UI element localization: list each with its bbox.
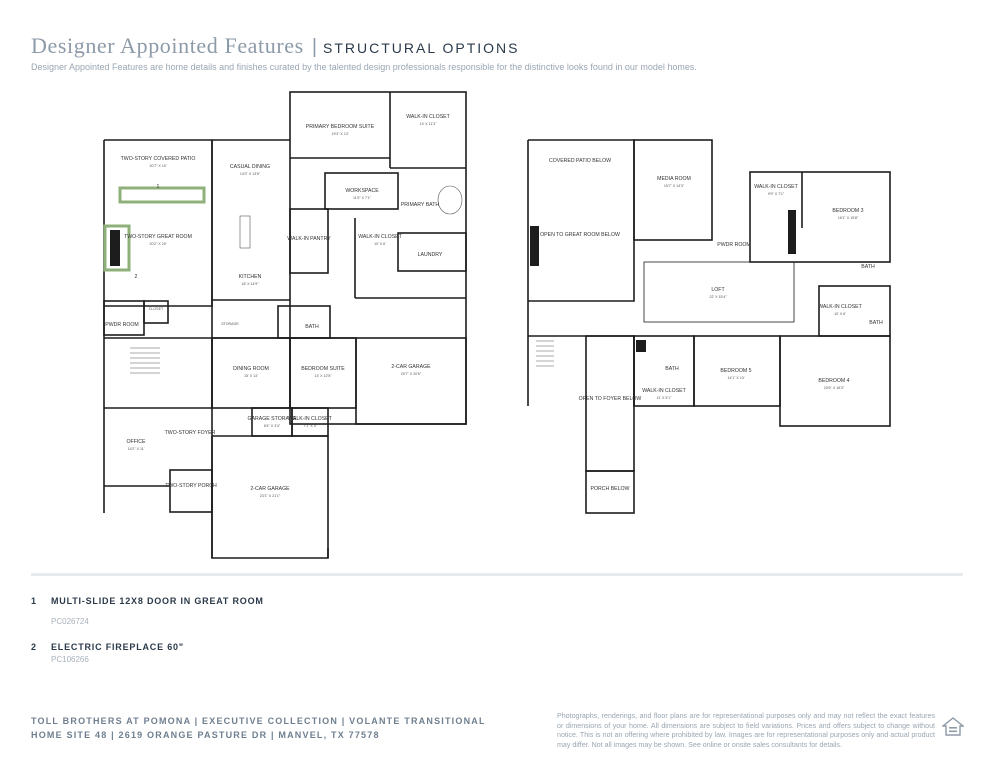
option-code: PC106266 xyxy=(51,655,89,664)
equal-housing-icon xyxy=(941,716,965,738)
option-number: 1 xyxy=(31,596,37,606)
room-label-pwdr: PWDR ROOM xyxy=(717,242,750,248)
room-label-workspace: WORKSPACE xyxy=(345,188,379,194)
room-label-great: TWO-STORY GREAT ROOM xyxy=(124,234,192,240)
room-label-bed5: BEDROOM 5 xyxy=(720,368,751,374)
room-dim-bed5: 14'1" X 13' xyxy=(727,376,744,380)
room-dim-bedsuite: 13' X 12'5" xyxy=(314,374,332,378)
room-label-walkin3: WALK-IN CLOSET xyxy=(288,416,332,422)
room-label-walkin: WALK-IN CLOSET xyxy=(754,184,798,190)
room-label-bed3: BEDROOM 3 xyxy=(832,208,863,214)
room-dim-garage3: 23'1" X 21'1" xyxy=(260,494,281,498)
room-dim-patio: 20'7" X 10' xyxy=(149,164,166,168)
room-dim-primary: 19'3" X 13' xyxy=(331,132,348,136)
room-label-bath: BATH xyxy=(861,264,875,270)
room-dim-walkin: 9'9" X 7'1" xyxy=(768,192,785,196)
second-floor-plan: COVERED PATIO BELOW MEDIA ROOM 15'7" X 1… xyxy=(524,136,894,518)
page-subtitle: Designer Appointed Features are home det… xyxy=(31,62,697,72)
room-dim-kitchen: 18' X 14'9" xyxy=(241,282,259,286)
option-label: MULTI-SLIDE 12X8 DOOR IN GREAT ROOM xyxy=(51,596,264,606)
first-floor-plan: 1 2 TWO-STORY COVERED PATIO 20'7" X 10' … xyxy=(100,88,475,563)
room-label-bedsuite: BEDROOM SUITE xyxy=(301,366,345,372)
room-label-primary: PRIMARY BEDROOM SUITE xyxy=(306,124,375,130)
room-label-pantry: WALK-IN PANTRY xyxy=(287,236,331,242)
room-label-kitchen: KITCHEN xyxy=(239,274,262,280)
page-title: Designer Appointed Features | STRUCTURAL O… xyxy=(31,33,520,59)
option-number: 2 xyxy=(31,642,37,652)
room-label-storage: STORAGE xyxy=(221,322,239,326)
legal-disclaimer: Photographs, renderings, and floor plans… xyxy=(557,712,935,749)
room-label-bed4: BEDROOM 4 xyxy=(818,378,849,384)
room-label-porch: TWO-STORY PORCH xyxy=(165,483,217,489)
room-dim-walkin2: 10' X 6' xyxy=(834,312,846,316)
room-label-patio-below: COVERED PATIO BELOW xyxy=(549,158,611,164)
room-dim-bed4: 20'6" X 16'3" xyxy=(824,386,845,390)
room-label-loft: LOFT xyxy=(711,287,725,293)
room-label-bath: BATH xyxy=(305,324,319,330)
room-marker-2: 2 xyxy=(135,274,138,280)
room-label-office: OFFICE xyxy=(126,439,146,445)
room-dim-great: 20'2" X 20' xyxy=(149,242,166,246)
option-label: ELECTRIC FIREPLACE 60" xyxy=(51,642,184,652)
room-label-dining: DINING ROOM xyxy=(233,366,269,372)
room-dim-walkin3: 7'1" X 5' xyxy=(303,424,316,428)
room-dim-dining: 15' X 13' xyxy=(244,374,258,378)
room-label-walkin2: WALK-IN CLOSET xyxy=(818,304,862,310)
room-dim-gstorage: 8'4" X 3'4" xyxy=(264,424,281,428)
room-dim-office: 14'2" X 11' xyxy=(128,447,145,451)
room-label-garage3: 2-CAR GARAGE xyxy=(250,486,290,492)
title-main: Designer Appointed Features xyxy=(31,33,304,58)
fireplace-icon xyxy=(110,230,120,266)
room-label-foyer: TWO-STORY FOYER xyxy=(165,430,216,436)
community-line: TOLL BROTHERS AT POMONA | EXECUTIVE COLL… xyxy=(31,716,486,726)
room-label-bath2: BATH xyxy=(869,320,883,326)
room-label-walkin2: WALK-IN CLOSET xyxy=(358,234,402,240)
section-divider xyxy=(31,573,963,576)
room-label-casual: CASUAL DINING xyxy=(230,164,270,170)
room-dim-loft: 22' X 15'4" xyxy=(709,295,727,299)
title-section: STRUCTURAL OPTIONS xyxy=(323,40,520,56)
room-label-walkin: WALK-IN CLOSET xyxy=(406,114,450,120)
chimney-icon xyxy=(788,210,796,254)
room-dim-walkin2: 10' X 6' xyxy=(374,242,386,246)
room-label-closet: CLOSET xyxy=(149,307,164,311)
column-icon xyxy=(636,340,646,352)
address-line: HOME SITE 48 | 2619 ORANGE PASTURE DR | … xyxy=(31,730,380,740)
room-label-walkin3: WALK-IN CLOSET xyxy=(642,388,686,394)
option-1-highlight xyxy=(118,186,206,204)
option-2-highlight xyxy=(103,224,131,272)
fireplace-below-icon xyxy=(530,226,539,266)
room-label-pbath: PRIMARY BATH xyxy=(401,202,440,208)
room-label-open-great: OPEN TO GREAT ROOM BELOW xyxy=(540,232,620,238)
option-code: PC026724 xyxy=(51,617,89,626)
room-dim-workspace: 11'5" X 7'1" xyxy=(353,196,372,200)
room-label-patio: TWO-STORY COVERED PATIO xyxy=(121,156,196,162)
room-label-bath3: BATH xyxy=(665,366,679,372)
room-dim-media: 15'7" X 14'3" xyxy=(664,184,685,188)
room-dim-walkin: 14' X 11'3" xyxy=(420,122,437,126)
room-dim-casual: 14'3" X 13'6" xyxy=(240,172,261,176)
community-info: TOLL BROTHERS AT POMONA | EXECUTIVE COLL… xyxy=(31,714,486,742)
room-label-porch-below: PORCH BELOW xyxy=(591,486,630,492)
room-dim-bed3: 16'1" X 15'8" xyxy=(838,216,859,220)
room-label-laundry: LAUNDRY xyxy=(418,252,443,258)
room-dim-garage2: 20'7" X 20'6" xyxy=(401,372,422,376)
title-separator: | xyxy=(311,36,318,58)
room-label-pwdr: PWDR ROOM xyxy=(105,322,138,328)
room-marker-1: 1 xyxy=(157,184,160,190)
room-label-gstorage: GARAGE STORAGE xyxy=(248,416,297,422)
room-dim-walkin3: 11' X 5'1" xyxy=(657,396,672,400)
room-label-media: MEDIA ROOM xyxy=(657,176,691,182)
room-label-open-foyer: OPEN TO FOYER BELOW xyxy=(579,396,642,402)
room-label-garage2: 2-CAR GARAGE xyxy=(391,364,431,370)
